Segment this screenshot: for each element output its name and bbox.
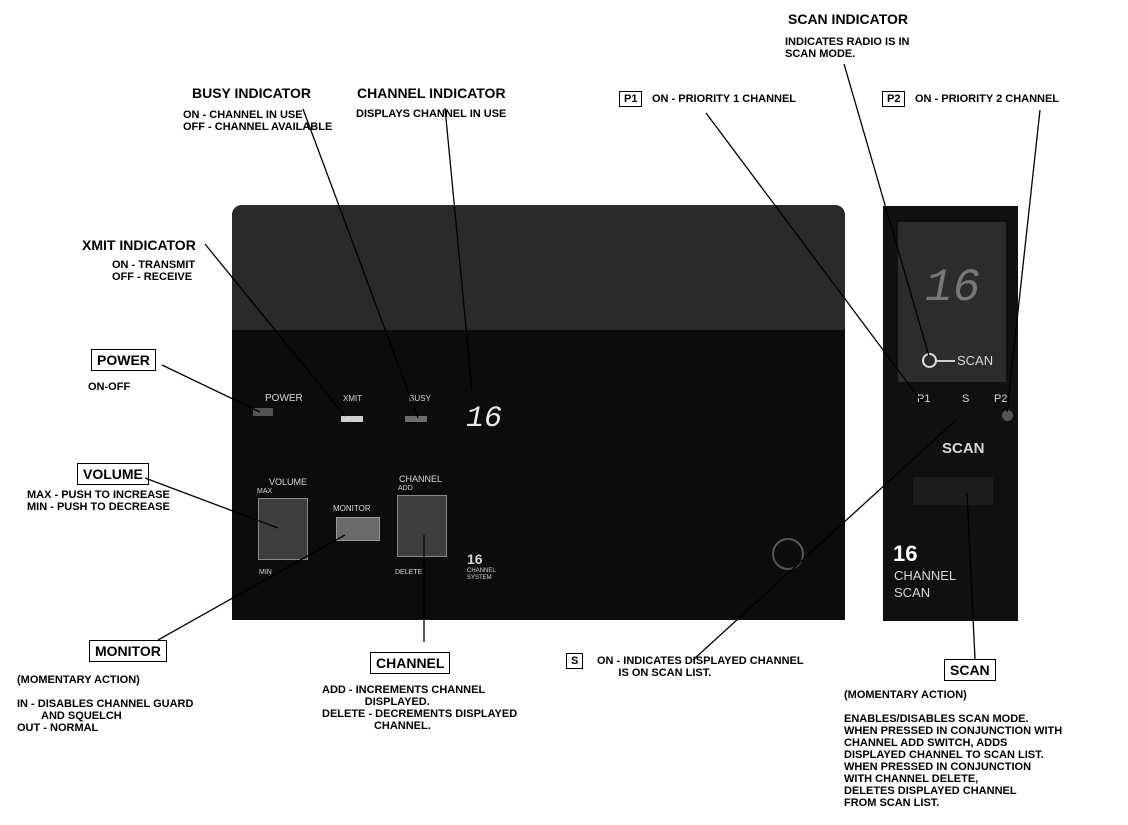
s-unit-label: S bbox=[962, 393, 970, 405]
p2-unit-label: P2 bbox=[994, 393, 1008, 405]
power-panel-label: POWER bbox=[265, 393, 303, 404]
power-callout-desc: ON-OFF bbox=[88, 381, 131, 393]
busy-indicator-title: BUSY INDICATOR bbox=[192, 85, 312, 101]
p2-callout-text: ON - PRIORITY 2 CHANNEL bbox=[915, 93, 1060, 105]
leader-busy bbox=[302, 108, 419, 419]
xmit-panel-label: XMIT bbox=[343, 394, 363, 403]
monitor-callout-box: MONITOR bbox=[89, 640, 167, 662]
p2-lamp bbox=[1002, 410, 1013, 421]
power-callout-box: POWER bbox=[91, 349, 156, 371]
busy-panel-label: BUSY bbox=[409, 394, 431, 403]
scan-button-label: SCAN bbox=[942, 440, 985, 457]
add-panel-label: ADD bbox=[398, 485, 413, 492]
scan-badge-line1: CHANNEL bbox=[894, 568, 957, 583]
power-switch[interactable] bbox=[253, 408, 273, 416]
channel-rocker-switch[interactable] bbox=[397, 495, 447, 557]
volume-panel-label: VOLUME bbox=[269, 477, 308, 487]
monitor-button[interactable] bbox=[336, 517, 380, 541]
control-strip bbox=[232, 330, 845, 620]
max-panel-label: MAX bbox=[257, 488, 273, 495]
leader-channel-indicator bbox=[444, 107, 473, 391]
leader-monitor bbox=[157, 534, 346, 641]
scan-indicator-title: SCAN INDICATOR bbox=[788, 11, 909, 27]
system-badge-number: 16 bbox=[467, 551, 483, 567]
channel-indicator-title: CHANNEL INDICATOR bbox=[357, 85, 506, 101]
s-callout-text: ON - INDICATES DISPLAYED CHANNEL IS ON S… bbox=[597, 655, 804, 679]
channel-panel-label: CHANNEL bbox=[399, 474, 443, 484]
monitor-callout-desc: (MOMENTARY ACTION) IN - DISABLES CHANNEL… bbox=[17, 674, 194, 734]
scan-badge-line2: SCAN bbox=[894, 585, 931, 600]
channel-callout-box: CHANNEL bbox=[370, 652, 451, 674]
p2-callout-box: P2 bbox=[882, 91, 906, 107]
xmit-lamp bbox=[341, 416, 363, 422]
scan-display-window bbox=[898, 222, 1006, 382]
scan-badge-number: 16 bbox=[893, 541, 918, 566]
scan-callout-box: SCAN bbox=[944, 659, 996, 681]
scan-callout-desc: (MOMENTARY ACTION) ENABLES/DISABLES SCAN… bbox=[844, 689, 1063, 809]
system-badge-line2: SYSTEM bbox=[467, 575, 492, 581]
xmit-indicator-desc: ON - TRANSMIT OFF - RECEIVE bbox=[112, 259, 196, 283]
monitor-panel-label: MONITOR bbox=[333, 504, 371, 513]
leader-s bbox=[692, 419, 957, 661]
p1-callout-box: P1 bbox=[619, 91, 643, 107]
scan-lamp-lead bbox=[937, 360, 955, 362]
scan-button[interactable] bbox=[913, 477, 993, 505]
min-panel-label: MIN bbox=[259, 569, 272, 576]
delete-panel-label: DELETE bbox=[395, 569, 423, 576]
system-badge-line1: CHANNEL bbox=[467, 568, 496, 574]
s-callout-box: S bbox=[566, 653, 584, 669]
leader-xmit bbox=[204, 243, 346, 417]
scan-lamp-label: SCAN bbox=[957, 353, 994, 368]
leader-scan-button bbox=[966, 492, 976, 660]
volume-rocker-switch[interactable] bbox=[258, 498, 308, 560]
leader-volume bbox=[144, 477, 279, 529]
top-panel-shade bbox=[232, 205, 845, 330]
scan-unit-display: 16 bbox=[925, 262, 981, 314]
channel-display: 16 bbox=[466, 402, 503, 436]
manufacturer-logo bbox=[772, 538, 804, 570]
channel-indicator-desc: DISPLAYS CHANNEL IN USE bbox=[356, 108, 507, 120]
leader-p2 bbox=[1006, 109, 1041, 413]
scan-lamp bbox=[922, 353, 937, 368]
leader-power bbox=[161, 364, 261, 413]
p1-callout-text: ON - PRIORITY 1 CHANNEL bbox=[652, 93, 797, 105]
busy-indicator-desc: ON - CHANNEL IN USE OFF - CHANNEL AVAILA… bbox=[183, 109, 333, 133]
xmit-indicator-title: XMIT INDICATOR bbox=[82, 237, 196, 253]
scan-indicator-desc: INDICATES RADIO IS IN SCAN MODE. bbox=[785, 36, 910, 60]
volume-callout-desc: MAX - PUSH TO INCREASE MIN - PUSH TO DEC… bbox=[27, 489, 170, 513]
leader-scan-indicator bbox=[843, 63, 930, 357]
radio-control-unit bbox=[232, 205, 845, 620]
busy-lamp bbox=[405, 416, 427, 422]
p1-unit-label: P1 bbox=[917, 393, 931, 405]
leader-p1 bbox=[705, 112, 923, 403]
channel-callout-desc: ADD - INCREMENTS CHANNEL DISPLAYED. DELE… bbox=[322, 684, 518, 732]
volume-callout-box: VOLUME bbox=[77, 463, 149, 485]
